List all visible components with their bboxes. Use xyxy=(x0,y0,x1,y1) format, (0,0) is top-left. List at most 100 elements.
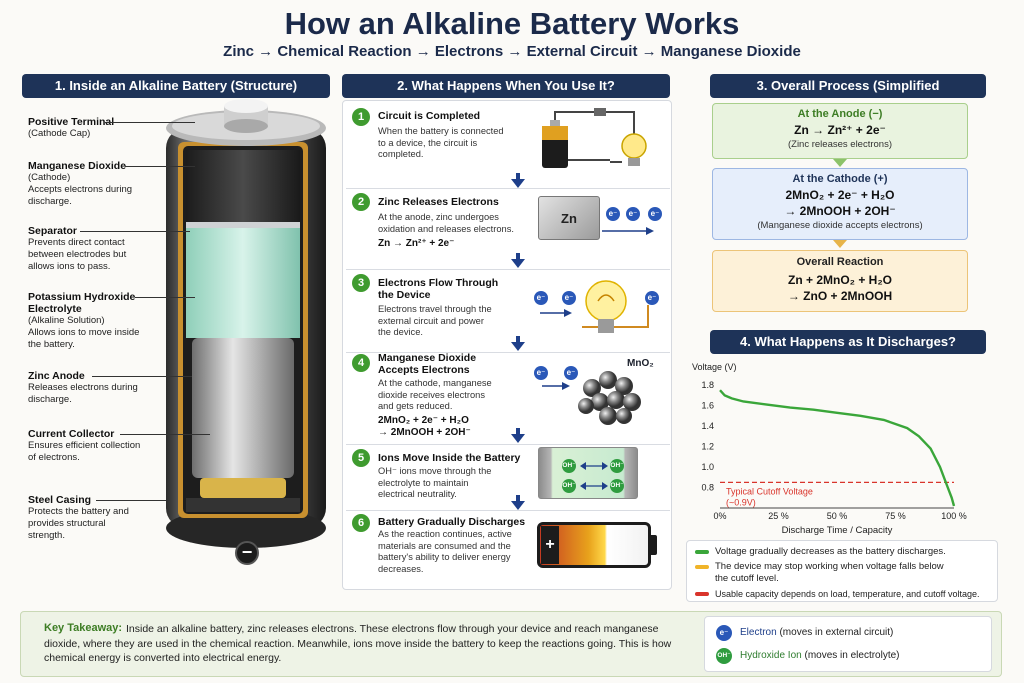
divider xyxy=(346,352,670,353)
down-arrow-icon xyxy=(511,434,525,443)
plus-icon: + xyxy=(541,526,559,564)
page-subtitle: Zinc → Chemical Reaction → Electrons → E… xyxy=(223,43,801,60)
chart-y-label: Voltage (V) xyxy=(692,362,737,372)
negative-terminal-icon: − xyxy=(235,541,259,565)
electron-icon: e⁻ xyxy=(534,366,548,380)
takeaway-text: Inside an alkaline battery, zinc release… xyxy=(44,623,672,664)
bidirectional-arrow-icon xyxy=(580,462,608,490)
hydroxide-ion-icon: OH⁻ xyxy=(610,459,624,473)
leader-line xyxy=(80,231,190,232)
label-manganese-dioxide: Manganese Dioxide(Cathode)Accepts electr… xyxy=(28,160,133,207)
y-tick-label: 1.6 xyxy=(701,401,714,411)
electron-icon: e⁻ xyxy=(626,207,640,221)
leader-line xyxy=(135,297,195,298)
overall-box: Overall Reaction Zn + 2MnO₂ + H₂O → ZnO … xyxy=(712,250,968,312)
down-arrow-icon xyxy=(516,253,520,259)
hydroxide-ion-icon: OH⁻ xyxy=(562,479,576,493)
takeaway-label: Key Takeaway: xyxy=(44,622,123,634)
electron-icon: e⁻ xyxy=(716,625,732,641)
chart-legend: Voltage gradually decreases as the batte… xyxy=(686,540,998,602)
down-arrow-icon xyxy=(833,240,847,248)
hydroxide-ion-icon: OH⁻ xyxy=(716,648,732,664)
step-number: 3 xyxy=(352,274,370,292)
leader-line xyxy=(120,434,210,435)
circuit-icon xyxy=(542,108,647,168)
hydroxide-ion-icon: OH⁻ xyxy=(562,459,576,473)
voltage-series-line xyxy=(719,389,956,507)
divider xyxy=(346,444,670,445)
leader-line xyxy=(96,500,166,501)
electron-icon: e⁻ xyxy=(645,291,659,305)
step-number: 1 xyxy=(352,108,370,126)
down-arrow-icon xyxy=(511,342,525,351)
right-arrow-icon xyxy=(602,227,654,235)
y-tick-label: 1.2 xyxy=(701,442,714,452)
legend-swatch xyxy=(695,565,709,569)
light-bulb-icon xyxy=(540,280,649,333)
legend-swatch xyxy=(695,550,709,554)
legend-item: Voltage gradually decreases as the batte… xyxy=(695,546,989,558)
y-tick-label: 1.4 xyxy=(701,421,714,431)
step-number: 2 xyxy=(352,193,370,211)
electron-icon: e⁻ xyxy=(564,366,578,380)
legend-swatch xyxy=(695,592,709,596)
panel3-header: 3. Overall Process (Simplified xyxy=(710,74,986,98)
divider xyxy=(346,269,670,270)
battery-tip xyxy=(651,535,657,555)
y-tick-label: 1.0 xyxy=(701,462,714,472)
step-1: Circuit is Completed When the battery is… xyxy=(378,110,504,159)
mno2-cluster-icon xyxy=(542,371,641,425)
step-number: 6 xyxy=(352,514,370,532)
down-arrow-icon xyxy=(511,179,525,188)
down-arrow-icon xyxy=(511,501,525,510)
step-5: Ions Move Inside the Battery OH⁻ ions mo… xyxy=(378,452,521,499)
chart-y-ticks: 0.8 1.0 1.2 1.4 1.6 1.8 xyxy=(701,380,714,492)
electron-icon: e⁻ xyxy=(534,291,548,305)
battery-illustration xyxy=(166,99,326,548)
panel4-header: 4. What Happens as It Discharges? xyxy=(710,330,986,354)
y-tick-label: 0.8 xyxy=(701,483,714,493)
hydroxide-legend: Hydroxide Ion (moves in electrolyte) xyxy=(740,650,900,661)
step-6: Battery Gradually Discharges As the reac… xyxy=(378,516,526,574)
panel1-header: 1. Inside an Alkaline Battery (Structure… xyxy=(22,74,330,98)
electron-icon: e⁻ xyxy=(562,291,576,305)
discharge-chart: Voltage (V) 0.81.01.21.41.61.8 0%25 %50 … xyxy=(692,362,967,536)
panel2-header: 2. What Happens When You Use It? xyxy=(342,74,670,98)
steps-panel xyxy=(342,100,672,590)
electron-legend: Electron (moves in external circuit) xyxy=(740,627,894,638)
down-arrow-icon xyxy=(516,495,520,501)
y-tick-label: 1.8 xyxy=(701,380,714,390)
legend-item: Usable capacity depends on load, tempera… xyxy=(695,588,989,600)
down-arrow-icon xyxy=(511,259,525,268)
symbol-legend xyxy=(704,616,992,672)
down-arrow-icon xyxy=(516,428,520,434)
x-tick-label: 25 % xyxy=(768,511,789,521)
divider xyxy=(346,188,670,189)
down-arrow-icon xyxy=(516,336,520,342)
page-title: How an Alkaline Battery Works xyxy=(284,6,740,41)
cutoff-label: Typical Cutoff Voltage xyxy=(726,486,813,496)
step-number: 5 xyxy=(352,449,370,467)
x-tick-label: 0% xyxy=(713,511,726,521)
zinc-block: Zn xyxy=(538,196,600,240)
hydroxide-ion-icon: OH⁻ xyxy=(610,479,624,493)
cutoff-label-sub: (~0.9V) xyxy=(726,497,756,507)
chart-x-ticks: 0%25 %50 %75 %100 % xyxy=(713,511,966,521)
electron-icon: e⁻ xyxy=(606,207,620,221)
cathode-box: At the Cathode (+) 2MnO₂ + 2e⁻ + H₂O → 2… xyxy=(712,168,968,240)
step-number: 4 xyxy=(352,354,370,372)
down-arrow-icon xyxy=(516,173,520,179)
x-tick-label: 75 % xyxy=(885,511,906,521)
mno2-label: MnO₂ xyxy=(627,358,654,369)
down-arrow-icon xyxy=(833,159,847,167)
label-positive-terminal: Positive Terminal(Cathode Cap) xyxy=(28,116,115,139)
leader-line xyxy=(105,122,195,123)
electron-icon: e⁻ xyxy=(648,207,662,221)
